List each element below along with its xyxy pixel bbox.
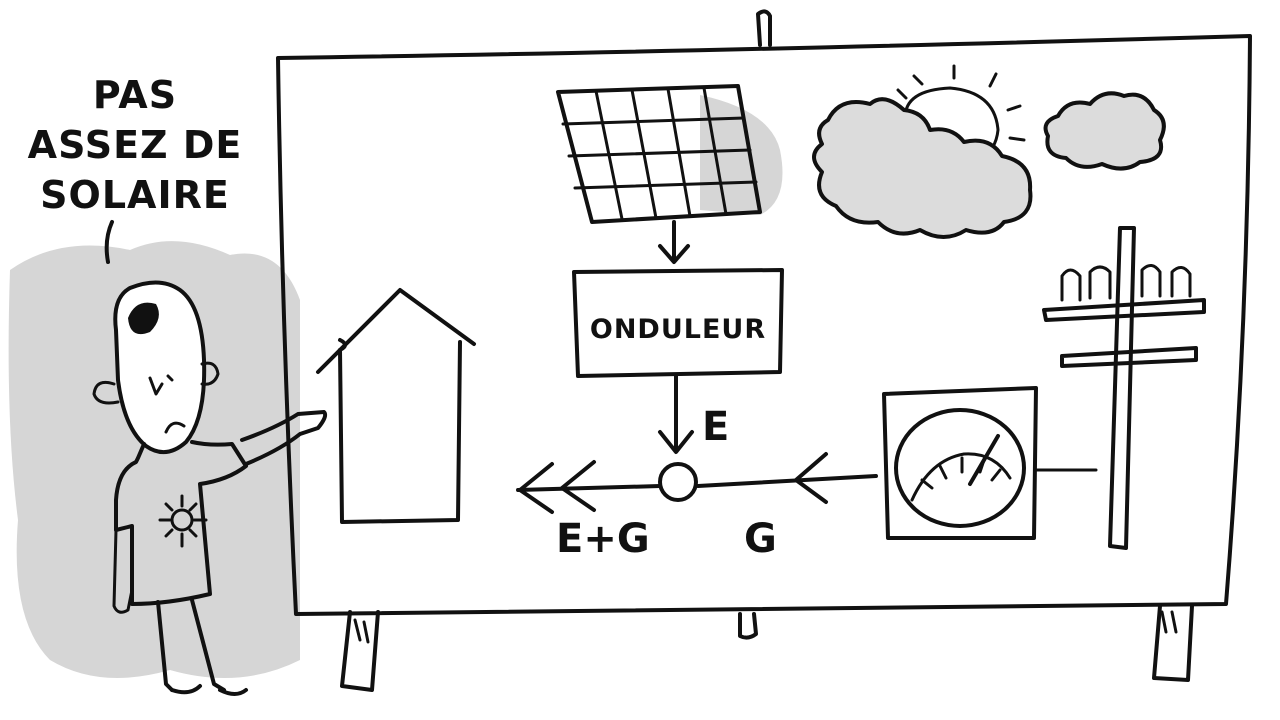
whiteboard-leg-right bbox=[1152, 604, 1194, 682]
whiteboard bbox=[276, 9, 1252, 692]
combined-flow-label: E+G bbox=[556, 516, 650, 562]
cloud-icon bbox=[812, 97, 1033, 239]
arrow-inverter-to-junction bbox=[658, 374, 694, 454]
person-background-wash bbox=[8, 241, 300, 678]
speech-line-2: ASSEZ DE bbox=[28, 123, 243, 167]
whiteboard-leg-left bbox=[340, 610, 380, 692]
grid-flow-label: G bbox=[744, 516, 777, 562]
house-icon bbox=[316, 288, 476, 524]
person-icon bbox=[92, 220, 328, 696]
power-flow-line bbox=[516, 452, 878, 514]
small-cloud-icon bbox=[1043, 91, 1166, 171]
speech-line-3: SOLAIRE bbox=[40, 173, 230, 217]
speech-line-1: PAS bbox=[93, 73, 177, 117]
solar-panel-icon bbox=[556, 84, 783, 224]
solar-flow-label: E bbox=[702, 404, 729, 450]
arrow-panel-to-inverter bbox=[658, 220, 690, 264]
junction-node bbox=[658, 462, 698, 502]
inverter-label: ONDULEUR bbox=[590, 314, 766, 345]
inverter-box: ONDULEUR bbox=[572, 268, 784, 378]
meter-icon bbox=[882, 386, 1098, 540]
utility-pole-icon bbox=[1042, 226, 1206, 550]
speech-bubble: PAS ASSEZ DE SOLAIRE bbox=[28, 73, 243, 217]
